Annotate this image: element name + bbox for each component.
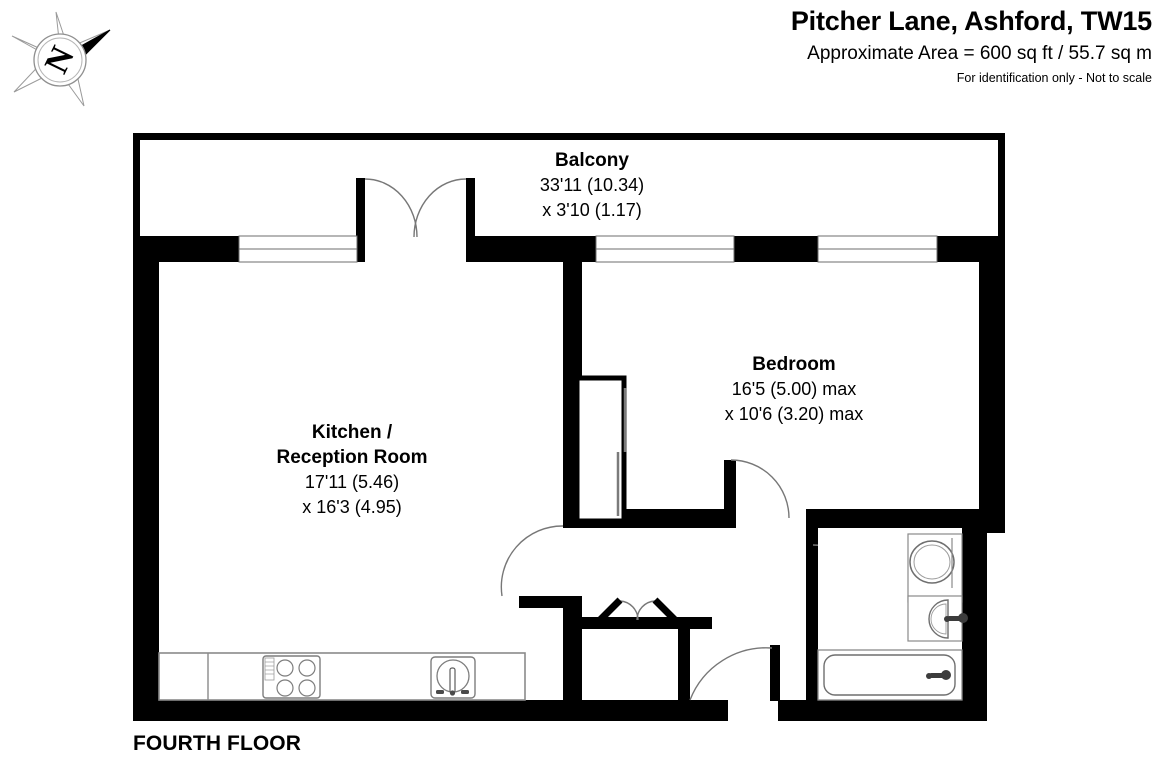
kitchen-name-line-1: Kitchen / bbox=[311, 422, 393, 443]
bedroom-name: Bedroom bbox=[752, 354, 836, 375]
balcony-name: Balcony bbox=[555, 150, 629, 171]
bathroom-toilet bbox=[907, 533, 963, 603]
header-block: Pitcher Lane, Ashford, TW15 Approximate … bbox=[512, 4, 1152, 87]
entrance-door-arc bbox=[689, 647, 773, 701]
bedroom-wardrobe bbox=[574, 375, 627, 524]
bedroom-door-arc bbox=[730, 459, 790, 519]
approximate-area-text: Approximate Area = 600 sq ft / 55.7 sq m bbox=[807, 43, 1152, 64]
kitchen-door-arc bbox=[500, 525, 564, 597]
kitchen-dim-2: x 16'3 (4.95) bbox=[302, 497, 402, 517]
floor-level-label: FOURTH FLOOR bbox=[133, 732, 302, 755]
windows-group bbox=[238, 235, 938, 263]
bedroom-window-right bbox=[817, 235, 938, 263]
balcony-french-door-arc-right bbox=[413, 178, 467, 238]
kitchen-sink bbox=[430, 656, 476, 699]
kitchen-window bbox=[238, 235, 358, 263]
balcony-outline bbox=[133, 133, 1005, 241]
balcony-french-door-arc-left bbox=[364, 178, 418, 238]
cupboard-door-leaves bbox=[596, 597, 679, 624]
kitchen-dim-1: 17'11 (5.46) bbox=[304, 472, 400, 492]
cupboard-door-arc-right bbox=[636, 600, 656, 621]
bathroom-basin bbox=[907, 595, 968, 642]
bedroom-window-left bbox=[595, 235, 735, 263]
room-label-kitchen-reception: Kitchen / Reception Room 17'11 (5.46) x … bbox=[244, 420, 460, 520]
bathroom-bath bbox=[817, 649, 963, 701]
balcony-dim-2: x 3'10 (1.17) bbox=[542, 200, 642, 220]
room-label-bedroom: Bedroom 16'5 (5.00) max x 10'6 (3.20) ma… bbox=[688, 352, 900, 427]
bedroom-dim-2: x 10'6 (3.20) max bbox=[724, 404, 864, 424]
compass-icon: N bbox=[11, 11, 111, 107]
kitchen-name-line-2: Reception Room bbox=[276, 447, 428, 468]
kitchen-hob bbox=[262, 655, 321, 699]
page-title: Pitcher Lane, Ashford, TW15 bbox=[790, 6, 1152, 36]
bathroom-fixtures bbox=[817, 533, 968, 701]
disclaimer-text: For identification only - Not to scale bbox=[956, 71, 1152, 85]
room-label-balcony: Balcony 33'11 (10.34) x 3'10 (1.17) bbox=[488, 148, 696, 223]
bedroom-dim-1: 16'5 (5.00) max bbox=[731, 379, 857, 399]
north-arrow-compass: N bbox=[6, 6, 116, 111]
balcony-dim-1: 33'11 (10.34) bbox=[539, 175, 645, 195]
